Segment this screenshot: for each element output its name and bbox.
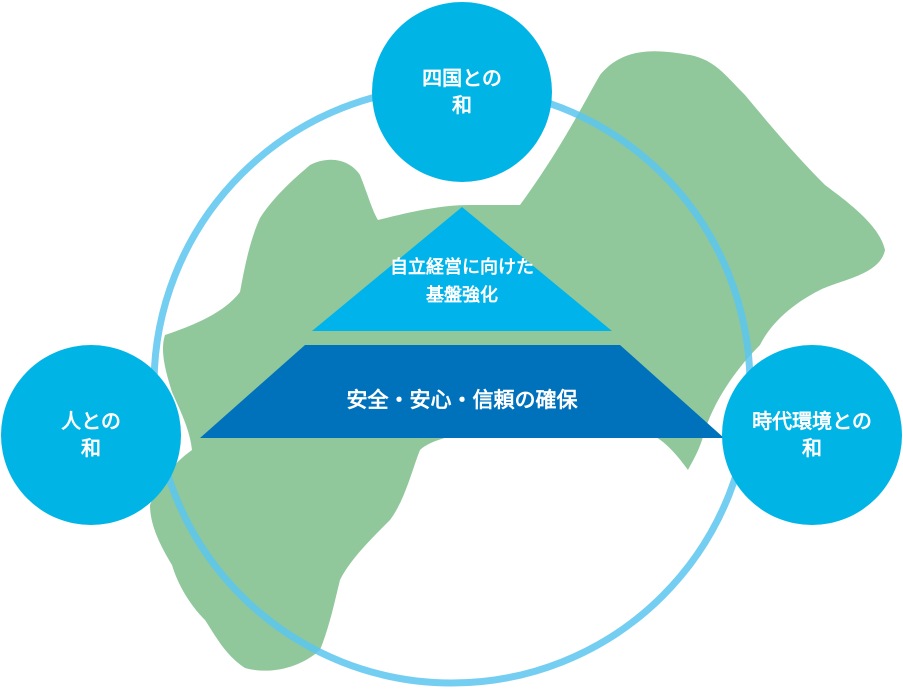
node-right-line2: 和 — [802, 436, 822, 460]
pyramid-bottom-label: 安全・安心・信頼の確保 — [346, 388, 578, 412]
node-top-line1: 四国との — [422, 66, 502, 90]
pyramid-top-label: 自立経営に向けた 基盤強化 — [312, 254, 612, 310]
node-era-harmony: 時代環境との 和 — [722, 345, 902, 525]
node-left-line1: 人との — [61, 409, 121, 433]
node-top-line2: 和 — [452, 93, 472, 117]
pyramid-top-line2: 基盤強化 — [426, 284, 498, 306]
pyramid-bottom-band — [200, 345, 724, 438]
node-people-harmony: 人との 和 — [1, 345, 181, 525]
pyramid-top-triangle — [312, 207, 612, 331]
pyramid-top-line1: 自立経営に向けた — [390, 257, 534, 278]
node-right-line1: 時代環境との — [752, 409, 872, 433]
node-shikoku-harmony: 四国との 和 — [372, 2, 552, 182]
node-left-line2: 和 — [81, 436, 101, 460]
